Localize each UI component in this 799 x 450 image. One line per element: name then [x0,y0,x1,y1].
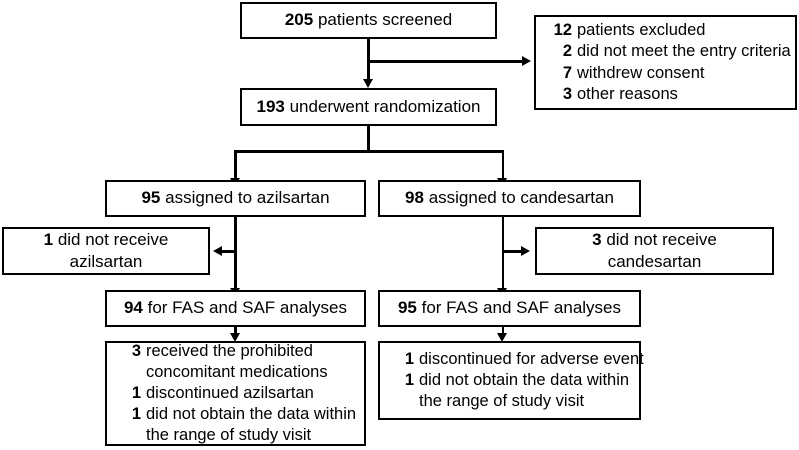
node-underwent-randomization-count: 193 [256,96,285,116]
list-item-label: discontinued azilsartan [146,383,314,402]
node-analyses-azilsartan: 94 for FAS and SAF analyses [105,290,366,327]
connector-randomized-trunk [367,126,370,152]
list-item: 3 received the prohibited [119,341,360,362]
node-patients-screened-text: 205 patients screened [285,10,452,30]
node-not-received-azilsartan-count: 1 [43,229,54,249]
list-item-count: 2 [562,42,572,61]
list-item: 12 patients excluded [550,20,789,41]
node-exclusions-candesartan-list: 1 discontinued for adverse event 1 did n… [384,349,644,412]
list-item-count: 3 [131,341,141,360]
node-underwent-randomization: 193 underwent randomization [240,88,497,126]
text-line: candesartan [607,252,702,271]
list-item: 2 did not meet the entry criteria [550,41,791,62]
list-item-count: 1 [131,405,141,424]
node-not-received-azilsartan: 1 did not receive azilsartan [2,227,210,275]
list-item-count: 3 [562,84,572,103]
text-line: azilsartan [69,252,143,271]
node-patients-screened-label: patients screened [317,10,453,30]
connector-azilsartan-analyses-to-exclusions [234,327,237,335]
list-item-continuation-label: the range of study visit [419,392,585,411]
node-patients-screened-count: 205 [284,10,314,30]
node-not-received-azilsartan-label: did not receive [57,229,169,249]
node-analyses-candesartan-count: 95 [397,298,417,318]
list-item-count: 7 [562,63,572,82]
list-item: 1 did not obtain the data within [119,404,360,425]
list-item-label: patients excluded [577,21,706,40]
connector-azilsartan-arm [234,216,237,290]
list-item: 3 other reasons [550,84,789,105]
list-item-label: did not obtain the data within [146,405,357,424]
connector-split-left [234,150,237,180]
connector-screened-to-excluded [367,60,523,63]
node-underwent-randomization-label: underwent randomization [289,96,481,116]
arrowhead-excluded [522,56,531,66]
list-item-label: did not obtain the data within [419,370,630,389]
node-patients-screened: 205 patients screened [240,2,497,39]
list-item-count: 1 [404,349,414,368]
node-analyses-azilsartan-label: for FAS and SAF analyses [147,298,348,318]
list-item-label: discontinued for adverse event [419,349,644,368]
node-analyses-candesartan: 95 for FAS and SAF analyses [378,290,641,327]
node-analyses-azilsartan-count: 94 [123,298,143,318]
connector-candesartan-not-received [501,250,522,253]
list-item-continuation: the range of study visit [392,391,635,412]
connector-randomization-split-bar [234,150,504,153]
list-item-count: 1 [131,383,141,402]
node-analyses-candesartan-label: for FAS and SAF analyses [421,298,622,318]
node-underwent-randomization-text: 193 underwent randomization [256,97,480,117]
list-item-continuation: concomitant medications [119,362,360,383]
node-patients-excluded: 12 patients excluded 2 did not meet the … [534,15,797,110]
node-exclusions-azilsartan: 3 received the prohibited concomitant me… [105,341,366,446]
list-item-label: received the prohibited [146,341,313,360]
arrowhead-exclusions-azilsartan [229,333,240,342]
list-item: 1 did not obtain the data within [392,370,635,391]
node-not-received-azilsartan-text: 1 did not receive azilsartan [44,229,169,273]
arrowhead-not-received-azilsartan [213,246,222,256]
list-item-count: 1 [404,370,414,389]
node-assigned-candesartan-count: 98 [405,188,424,208]
list-item-continuation: the range of study visit [119,425,360,446]
connector-candesartan-analyses-to-exclusions [501,327,504,335]
list-item-label: did not meet the entry criteria [577,42,791,61]
arrowhead-not-received-candesartan [521,246,530,256]
node-analyses-candesartan-text: 95 for FAS and SAF analyses [398,298,621,318]
connector-split-right [501,150,504,180]
text-line: 1 did not receive [44,229,169,251]
list-item-count: 12 [553,21,572,40]
node-not-received-candesartan-label: did not receive [606,229,717,249]
connector-azilsartan-not-received [222,250,236,253]
list-item-continuation-label: concomitant medications [146,362,328,381]
node-not-received-candesartan-text: 3 did not receive candesartan [592,229,717,273]
list-item-label: other reasons [577,84,678,103]
text-line: 3 did not receive [592,229,717,251]
list-item-label: withdrew consent [577,63,705,82]
node-assigned-azilsartan-label: assigned to azilsartan [165,188,330,208]
list-item-continuation-label: the range of study visit [146,426,312,445]
arrowhead-randomized [362,79,373,88]
node-assigned-candesartan-text: 98 assigned to candesartan [405,188,614,208]
node-analyses-azilsartan-text: 94 for FAS and SAF analyses [124,298,347,318]
node-assigned-azilsartan-count: 95 [141,188,161,208]
list-item: 1 discontinued azilsartan [119,383,360,404]
connector-candesartan-arm [501,216,504,290]
node-not-received-candesartan: 3 did not receive candesartan [535,227,774,275]
node-patients-excluded-list: 12 patients excluded 2 did not meet the … [542,20,791,105]
connector-screened-to-randomized [367,38,370,80]
list-item: 1 discontinued for adverse event [392,349,644,370]
node-assigned-azilsartan-text: 95 assigned to azilsartan [141,188,329,208]
node-assigned-candesartan: 98 assigned to candesartan [378,180,641,217]
node-exclusions-candesartan: 1 discontinued for adverse event 1 did n… [378,341,644,420]
node-assigned-azilsartan: 95 assigned to azilsartan [105,180,366,217]
node-exclusions-azilsartan-list: 3 received the prohibited concomitant me… [111,341,360,447]
arrowhead-exclusions-candesartan [497,333,507,342]
node-assigned-candesartan-label: assigned to candesartan [428,188,614,208]
node-not-received-candesartan-count: 3 [592,229,602,249]
list-item: 7 withdrew consent [550,63,789,84]
